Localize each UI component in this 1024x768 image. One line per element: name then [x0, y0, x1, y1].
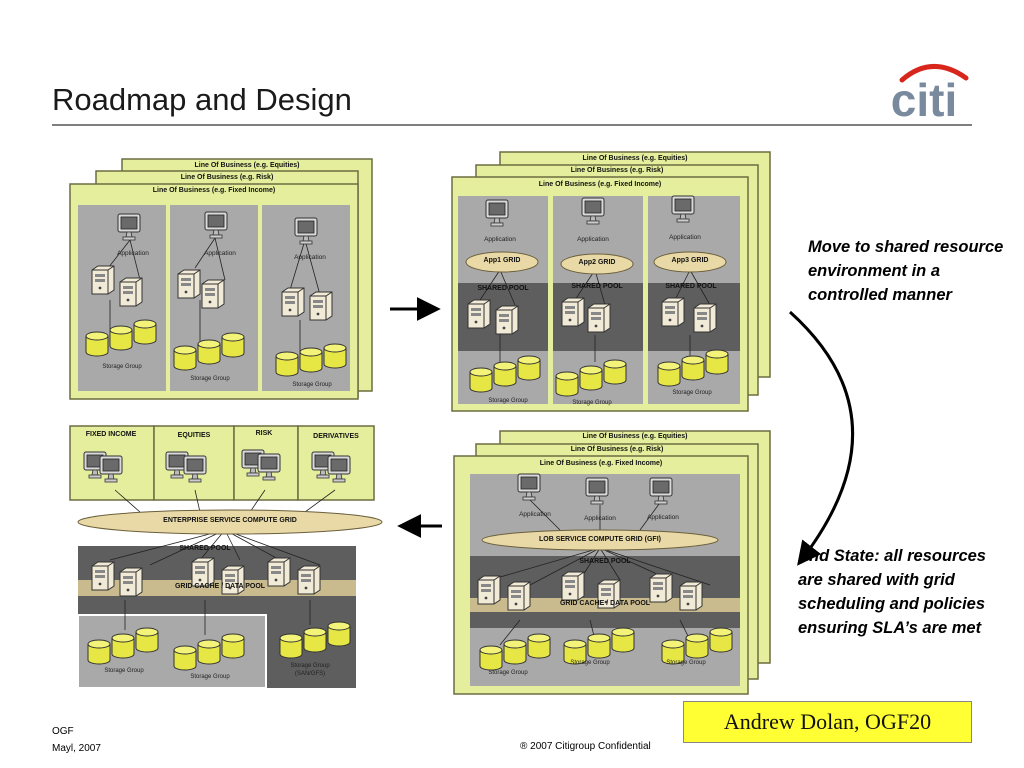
equities-label: EQUITIES [177, 432, 211, 439]
citi-logo: citi [891, 64, 969, 122]
application-label: Application [117, 250, 149, 257]
shared-pool-label: SHARED POOL [579, 558, 631, 565]
lob-label-fixed-income: Line Of Business (e.g. Fixed Income) [539, 460, 663, 467]
footer-date: Mayl, 2007 [52, 743, 101, 754]
storage-group-label: Storage Group [570, 660, 610, 666]
fixed-income-label: FIXED INCOME [85, 431, 137, 438]
storage-group-label: Storage Group [666, 660, 706, 666]
current-state-panel [69, 158, 373, 400]
application-label: Application [294, 254, 326, 261]
lob-label-risk: Line Of Business (e.g. Risk) [570, 446, 664, 453]
app-grid-panel [451, 151, 771, 412]
lob-label-risk: Line Of Business (e.g. Risk) [570, 167, 664, 174]
storage-group-san-label: Storage Group (SAN/GFS) [290, 663, 330, 677]
application-label: Application [577, 236, 609, 243]
storage-group-label: Storage Group [488, 398, 528, 404]
storage-group-label: Storage Group [102, 364, 142, 370]
lob-label-fixed-income: Line Of Business (e.g. Fixed Income) [538, 181, 662, 188]
app1-grid-label: App1 GRID [483, 257, 521, 264]
slide-title: Roadmap and Design [52, 82, 352, 117]
derivatives-label: DERIVATIVES [313, 433, 359, 440]
author-box: Andrew Dolan, OGF20 [683, 701, 972, 743]
grid-cache-label: GRID CACHE / DATA POOL [559, 600, 651, 607]
title-divider [52, 124, 972, 126]
app2-grid-label: App2 GRID [578, 259, 616, 266]
logo-wordmark: citi [891, 74, 957, 122]
application-label: Application [204, 250, 236, 257]
storage-group-label: Storage Group [488, 670, 528, 676]
storage-group-label: Storage Group [572, 400, 612, 406]
risk-label: RISK [255, 430, 273, 437]
note-end-state: End State: all resources are shared with… [798, 547, 986, 637]
application-label: Application [519, 511, 551, 518]
lob-service-grid-label: LOB SERVICE COMPUTE GRID (GFI) [539, 536, 661, 543]
storage-group-label: Storage Group [190, 376, 230, 382]
lob-label-equities: Line Of Business (e.g. Equities) [582, 155, 688, 162]
shared-pool-label: SHARED POOL [477, 285, 529, 292]
lob-label-equities: Line Of Business (e.g. Equities) [194, 162, 300, 169]
shared-pool-label: SHARED POOL [571, 283, 623, 290]
storage-group-label: Storage Group [190, 674, 230, 680]
lob-label-fixed-income: Line Of Business (e.g. Fixed Income) [152, 187, 276, 194]
note-move-to-shared: Move to shared resource environment in a… [808, 238, 1004, 304]
curved-transition-arrow [788, 310, 854, 566]
enterprise-grid-label: ENTERPRISE SERVICE COMPUTE GRID [163, 517, 297, 524]
application-label: Application [669, 234, 701, 241]
lob-service-grid-panel [453, 430, 771, 695]
grid-cache-label: GRID CACHE / DATA POOL [174, 583, 266, 590]
shared-pool-label: SHARED POOL [179, 545, 231, 552]
footer-org: OGF [52, 726, 74, 737]
enterprise-grid-panel [69, 425, 383, 689]
footer-confidential: ® 2007 Citigroup Confidential [520, 741, 651, 752]
storage-group-label: Storage Group [672, 390, 712, 396]
storage-group-label: Storage Group [104, 668, 144, 674]
lob-label-risk: Line Of Business (e.g. Risk) [180, 174, 274, 181]
shared-pool-label: SHARED POOL [665, 283, 717, 290]
application-label: Application [647, 514, 679, 521]
app3-grid-label: App3 GRID [671, 257, 709, 264]
storage-group-label: Storage Group [292, 382, 332, 388]
application-label: Application [584, 515, 616, 522]
application-label: Application [484, 236, 516, 243]
lob-label-equities: Line Of Business (e.g. Equities) [582, 433, 688, 440]
